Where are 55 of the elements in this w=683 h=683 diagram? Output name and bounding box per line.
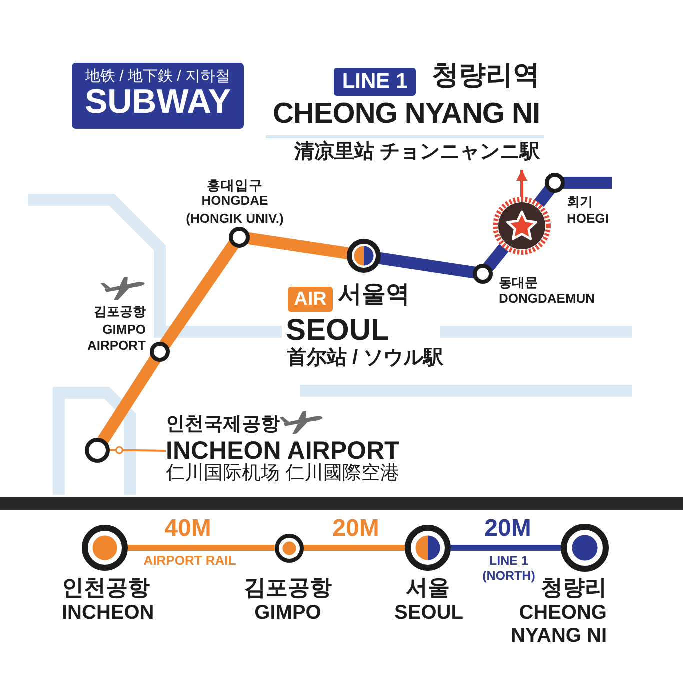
station-circle xyxy=(274,534,304,562)
station-circle xyxy=(473,264,493,284)
station-circle xyxy=(84,438,110,462)
line-name: LINE 1 (NORTH) xyxy=(482,554,536,584)
station-name: HOEGI xyxy=(567,212,609,226)
route-line xyxy=(378,252,476,279)
route-line xyxy=(483,244,509,272)
route-line xyxy=(450,545,562,551)
station-name: 서울역 xyxy=(338,281,410,309)
station-name: 청량리 xyxy=(541,575,607,600)
badge-label: AIR xyxy=(294,288,327,310)
route-line xyxy=(246,232,350,260)
station-name: DONGDAEMUN xyxy=(499,292,596,306)
transfer-station-circle xyxy=(405,525,451,571)
route-line xyxy=(563,177,612,189)
badge-label: LINE 1 xyxy=(342,70,408,94)
line-badge xyxy=(288,287,333,312)
station-name: 청량리역 xyxy=(432,60,540,92)
sign-title: SUBWAY xyxy=(84,83,232,122)
station-circle xyxy=(82,525,128,571)
sign-subtitle: 地铁 / 地下鉄 / 지하철 xyxy=(86,68,230,86)
station-name: INCHEON xyxy=(62,602,154,625)
station-name: 김포공항 xyxy=(94,305,146,320)
station-name: 회기 xyxy=(567,195,593,210)
station-name: 清凉里站 チョンニャンニ駅 xyxy=(294,141,540,164)
station-name: 김포공항 xyxy=(244,575,332,600)
station-name: 서울 xyxy=(406,575,450,600)
station-name: GIMPO AIRPORT xyxy=(86,322,146,354)
station-circle xyxy=(545,173,565,193)
station-circle xyxy=(150,342,170,362)
route-line xyxy=(128,545,275,551)
line-badge xyxy=(334,68,416,96)
leader-line xyxy=(109,446,166,454)
line-name: AIRPORT RAIL xyxy=(144,554,236,568)
station-name: GIMPO xyxy=(254,602,322,625)
route-line xyxy=(160,240,240,349)
station-name: 인천공항 xyxy=(62,575,150,600)
station-name: 仁川国际机场 仁川國際空港 xyxy=(166,463,400,485)
route-line xyxy=(98,355,161,444)
station-name: SEOUL xyxy=(286,314,390,347)
station-name: SEOUL xyxy=(394,602,464,625)
subway-sign xyxy=(72,63,244,129)
station-name: CHEONG NYANG NI xyxy=(510,602,607,648)
station-name: 동대문 xyxy=(499,276,538,291)
station-name: 首尔站 / ソウル駅 xyxy=(287,347,444,370)
station-name: CHEONG NYANG NI xyxy=(273,98,540,132)
transfer-station-circle xyxy=(347,239,381,273)
station-name: HONGDAE (HONGIK UNIV.) xyxy=(185,192,285,228)
route-line xyxy=(534,186,555,208)
route-line xyxy=(303,545,406,551)
arrow xyxy=(516,170,528,198)
station-name: 인천국제공항 xyxy=(166,414,280,436)
station-circle xyxy=(228,226,250,248)
station-circle xyxy=(561,524,609,572)
station-name: 홍대입구 xyxy=(207,178,263,194)
